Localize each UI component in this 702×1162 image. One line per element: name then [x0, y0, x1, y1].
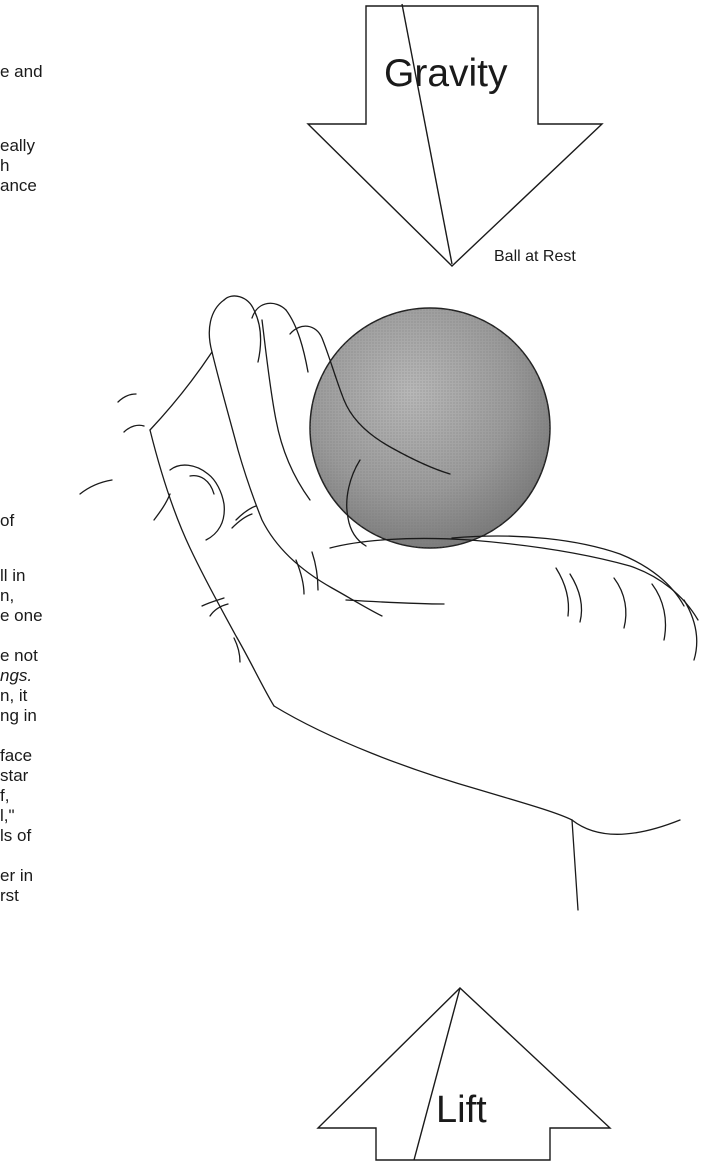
gravity-label: Gravity	[384, 52, 508, 95]
ball-caption: Ball at Rest	[494, 248, 576, 265]
ball	[310, 308, 550, 548]
lift-arrow: Lift	[318, 988, 610, 1160]
lift-label: Lift	[436, 1089, 487, 1131]
gravity-arrow: Gravity	[308, 4, 602, 266]
